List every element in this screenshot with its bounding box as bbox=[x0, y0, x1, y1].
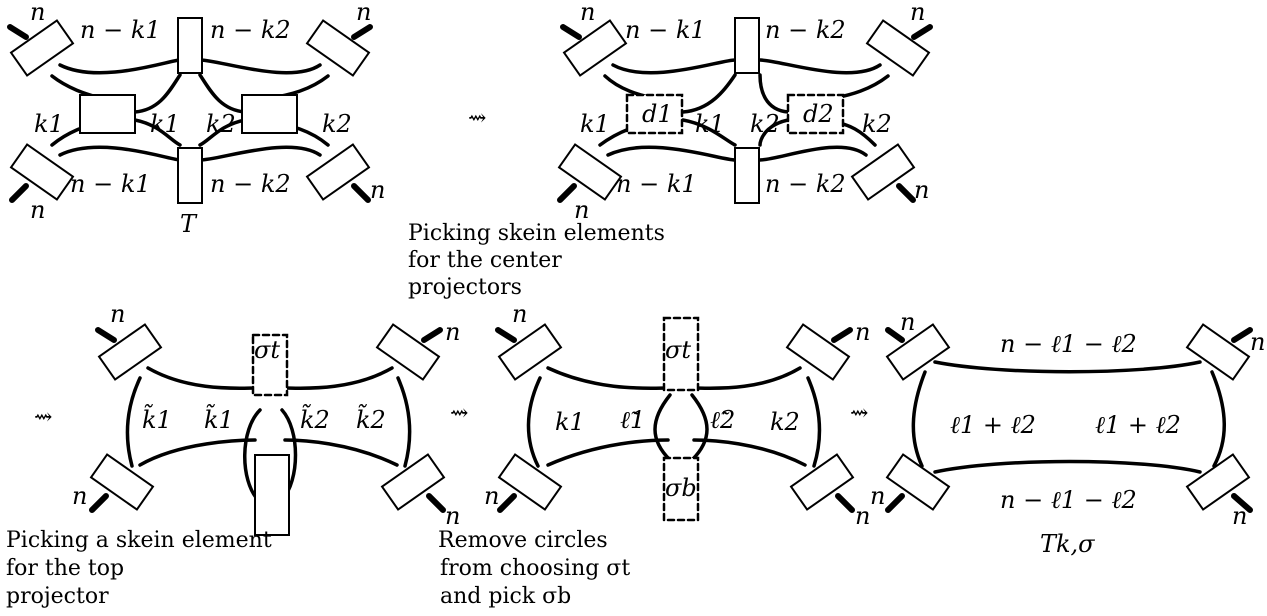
p2-box-d1-label: d1 bbox=[642, 100, 673, 128]
panel-2 bbox=[557, 17, 933, 204]
box-d2 bbox=[786, 93, 845, 135]
panel-3 bbox=[89, 323, 446, 536]
p2-label-k1-mid: k1 bbox=[695, 110, 725, 138]
box-sigma-b bbox=[662, 456, 700, 522]
transition-arrow-2: ⇝ bbox=[34, 405, 52, 430]
p3-box-sigma-t-label: σt bbox=[254, 336, 280, 364]
p2-label-k2-mid: k2 bbox=[750, 110, 780, 138]
p2-corner-n-tl: n bbox=[580, 0, 595, 26]
p2-corner-n-br: n bbox=[914, 176, 929, 204]
projector-bottom-left bbox=[9, 143, 75, 201]
p1-label-bottom-left: n − k1 bbox=[70, 170, 151, 198]
box-sigma-t bbox=[251, 333, 289, 397]
p2-label-top-left: n − k1 bbox=[625, 16, 706, 44]
p4-corner-n-tr: n bbox=[855, 318, 870, 346]
p2-corner-n-bl: n bbox=[574, 196, 589, 224]
p4-label-l1: ℓ̃1 bbox=[620, 406, 645, 434]
p1-label-top-right: n − k2 bbox=[210, 16, 291, 44]
projector-top-left bbox=[9, 19, 75, 77]
p4-box-sigma-b-label: σb bbox=[665, 474, 697, 502]
p5-corner-n-bl: n bbox=[870, 482, 885, 510]
p2-label-k1-left: k1 bbox=[580, 110, 610, 138]
p2-corner-n-tr: n bbox=[910, 0, 925, 26]
p1-label-k2-mid: k2 bbox=[206, 110, 236, 138]
p1-corner-n-br: n bbox=[370, 176, 385, 204]
p4-caption-line-3: and pick σb bbox=[440, 584, 571, 609]
panel-4 bbox=[495, 316, 855, 522]
p5-label-left: ℓ1 + ℓ2 bbox=[950, 411, 1036, 439]
p5-label-top: n − ℓ1 − ℓ2 bbox=[1000, 330, 1137, 358]
p3-label-k2-mid: k̃2 bbox=[300, 403, 330, 434]
p1-label-top-left: n − k1 bbox=[80, 16, 161, 44]
p2-label-bottom-left: n − k1 bbox=[616, 170, 697, 198]
p1-corner-n-tr: n bbox=[356, 0, 371, 26]
p3-corner-n-br: n bbox=[445, 502, 460, 530]
p5-corner-n-tl: n bbox=[900, 308, 915, 336]
p2-caption-line-2: for the center bbox=[408, 248, 562, 273]
p4-corner-n-br: n bbox=[855, 502, 870, 530]
p2-box-d2-label: d2 bbox=[803, 100, 834, 128]
transition-arrow-1: ⇝ bbox=[468, 106, 486, 131]
p5-bottom-label: Tk,σ bbox=[1040, 530, 1095, 558]
panel-5 bbox=[885, 323, 1253, 513]
p3-label-k2-right: k̃2 bbox=[356, 403, 386, 434]
p4-label-l2: ℓ̃2 bbox=[710, 406, 735, 434]
p1-label-k1-left: k1 bbox=[34, 110, 64, 138]
box-sigma-t-2 bbox=[662, 316, 700, 392]
p4-caption-line-1: Remove circles bbox=[438, 528, 608, 553]
p5-label-bottom: n − ℓ1 − ℓ2 bbox=[1000, 486, 1137, 514]
p5-label-right: ℓ1 + ℓ2 bbox=[1095, 411, 1181, 439]
box-d1 bbox=[625, 93, 684, 135]
p1-corner-n-bl: n bbox=[30, 196, 45, 224]
p3-label-k1-mid: k̃1 bbox=[204, 403, 234, 434]
p4-box-sigma-t-label: σt bbox=[665, 336, 691, 364]
p3-corner-n-tl: n bbox=[110, 300, 125, 328]
p4-caption-line-2: from choosing σt bbox=[440, 556, 630, 581]
p2-caption-line-3: projectors bbox=[408, 275, 522, 300]
p2-label-k2-right: k2 bbox=[862, 110, 892, 138]
p1-corner-n-tl: n bbox=[30, 0, 45, 26]
projector-top-right bbox=[305, 19, 371, 77]
p1-label-k2-right: k2 bbox=[322, 110, 352, 138]
panel-1 bbox=[7, 17, 373, 204]
p4-corner-n-tl: n bbox=[512, 300, 527, 328]
p3-corner-n-tr: n bbox=[445, 318, 460, 346]
p4-corner-n-bl: n bbox=[484, 482, 499, 510]
p2-label-top-right: n − k2 bbox=[765, 16, 846, 44]
p3-caption-line-1: Picking a skein element bbox=[6, 528, 272, 553]
p5-corner-n-tr: n bbox=[1250, 328, 1265, 356]
p5-corner-n-br: n bbox=[1232, 502, 1247, 530]
projector-bottom-right bbox=[305, 143, 371, 201]
transition-arrow-3: ⇝ bbox=[450, 401, 468, 426]
transition-arrow-4: ⇝ bbox=[850, 401, 868, 426]
p2-caption-line-1: Picking skein elements bbox=[408, 221, 665, 246]
p1-label-k1-mid: k1 bbox=[150, 110, 180, 138]
p3-corner-n-bl: n bbox=[72, 482, 87, 510]
p1-label-bottom-right: n − k2 bbox=[210, 170, 291, 198]
p3-label-k1-left: k̃1 bbox=[142, 403, 172, 434]
p4-label-k2: k2 bbox=[770, 408, 800, 436]
p3-caption-line-3: projector bbox=[6, 584, 109, 609]
p3-caption-line-2: for the top bbox=[6, 556, 124, 581]
p2-label-bottom-right: n − k2 bbox=[765, 170, 846, 198]
p1-bottom-label: T bbox=[180, 210, 198, 238]
p4-label-k1: k1 bbox=[555, 408, 585, 436]
